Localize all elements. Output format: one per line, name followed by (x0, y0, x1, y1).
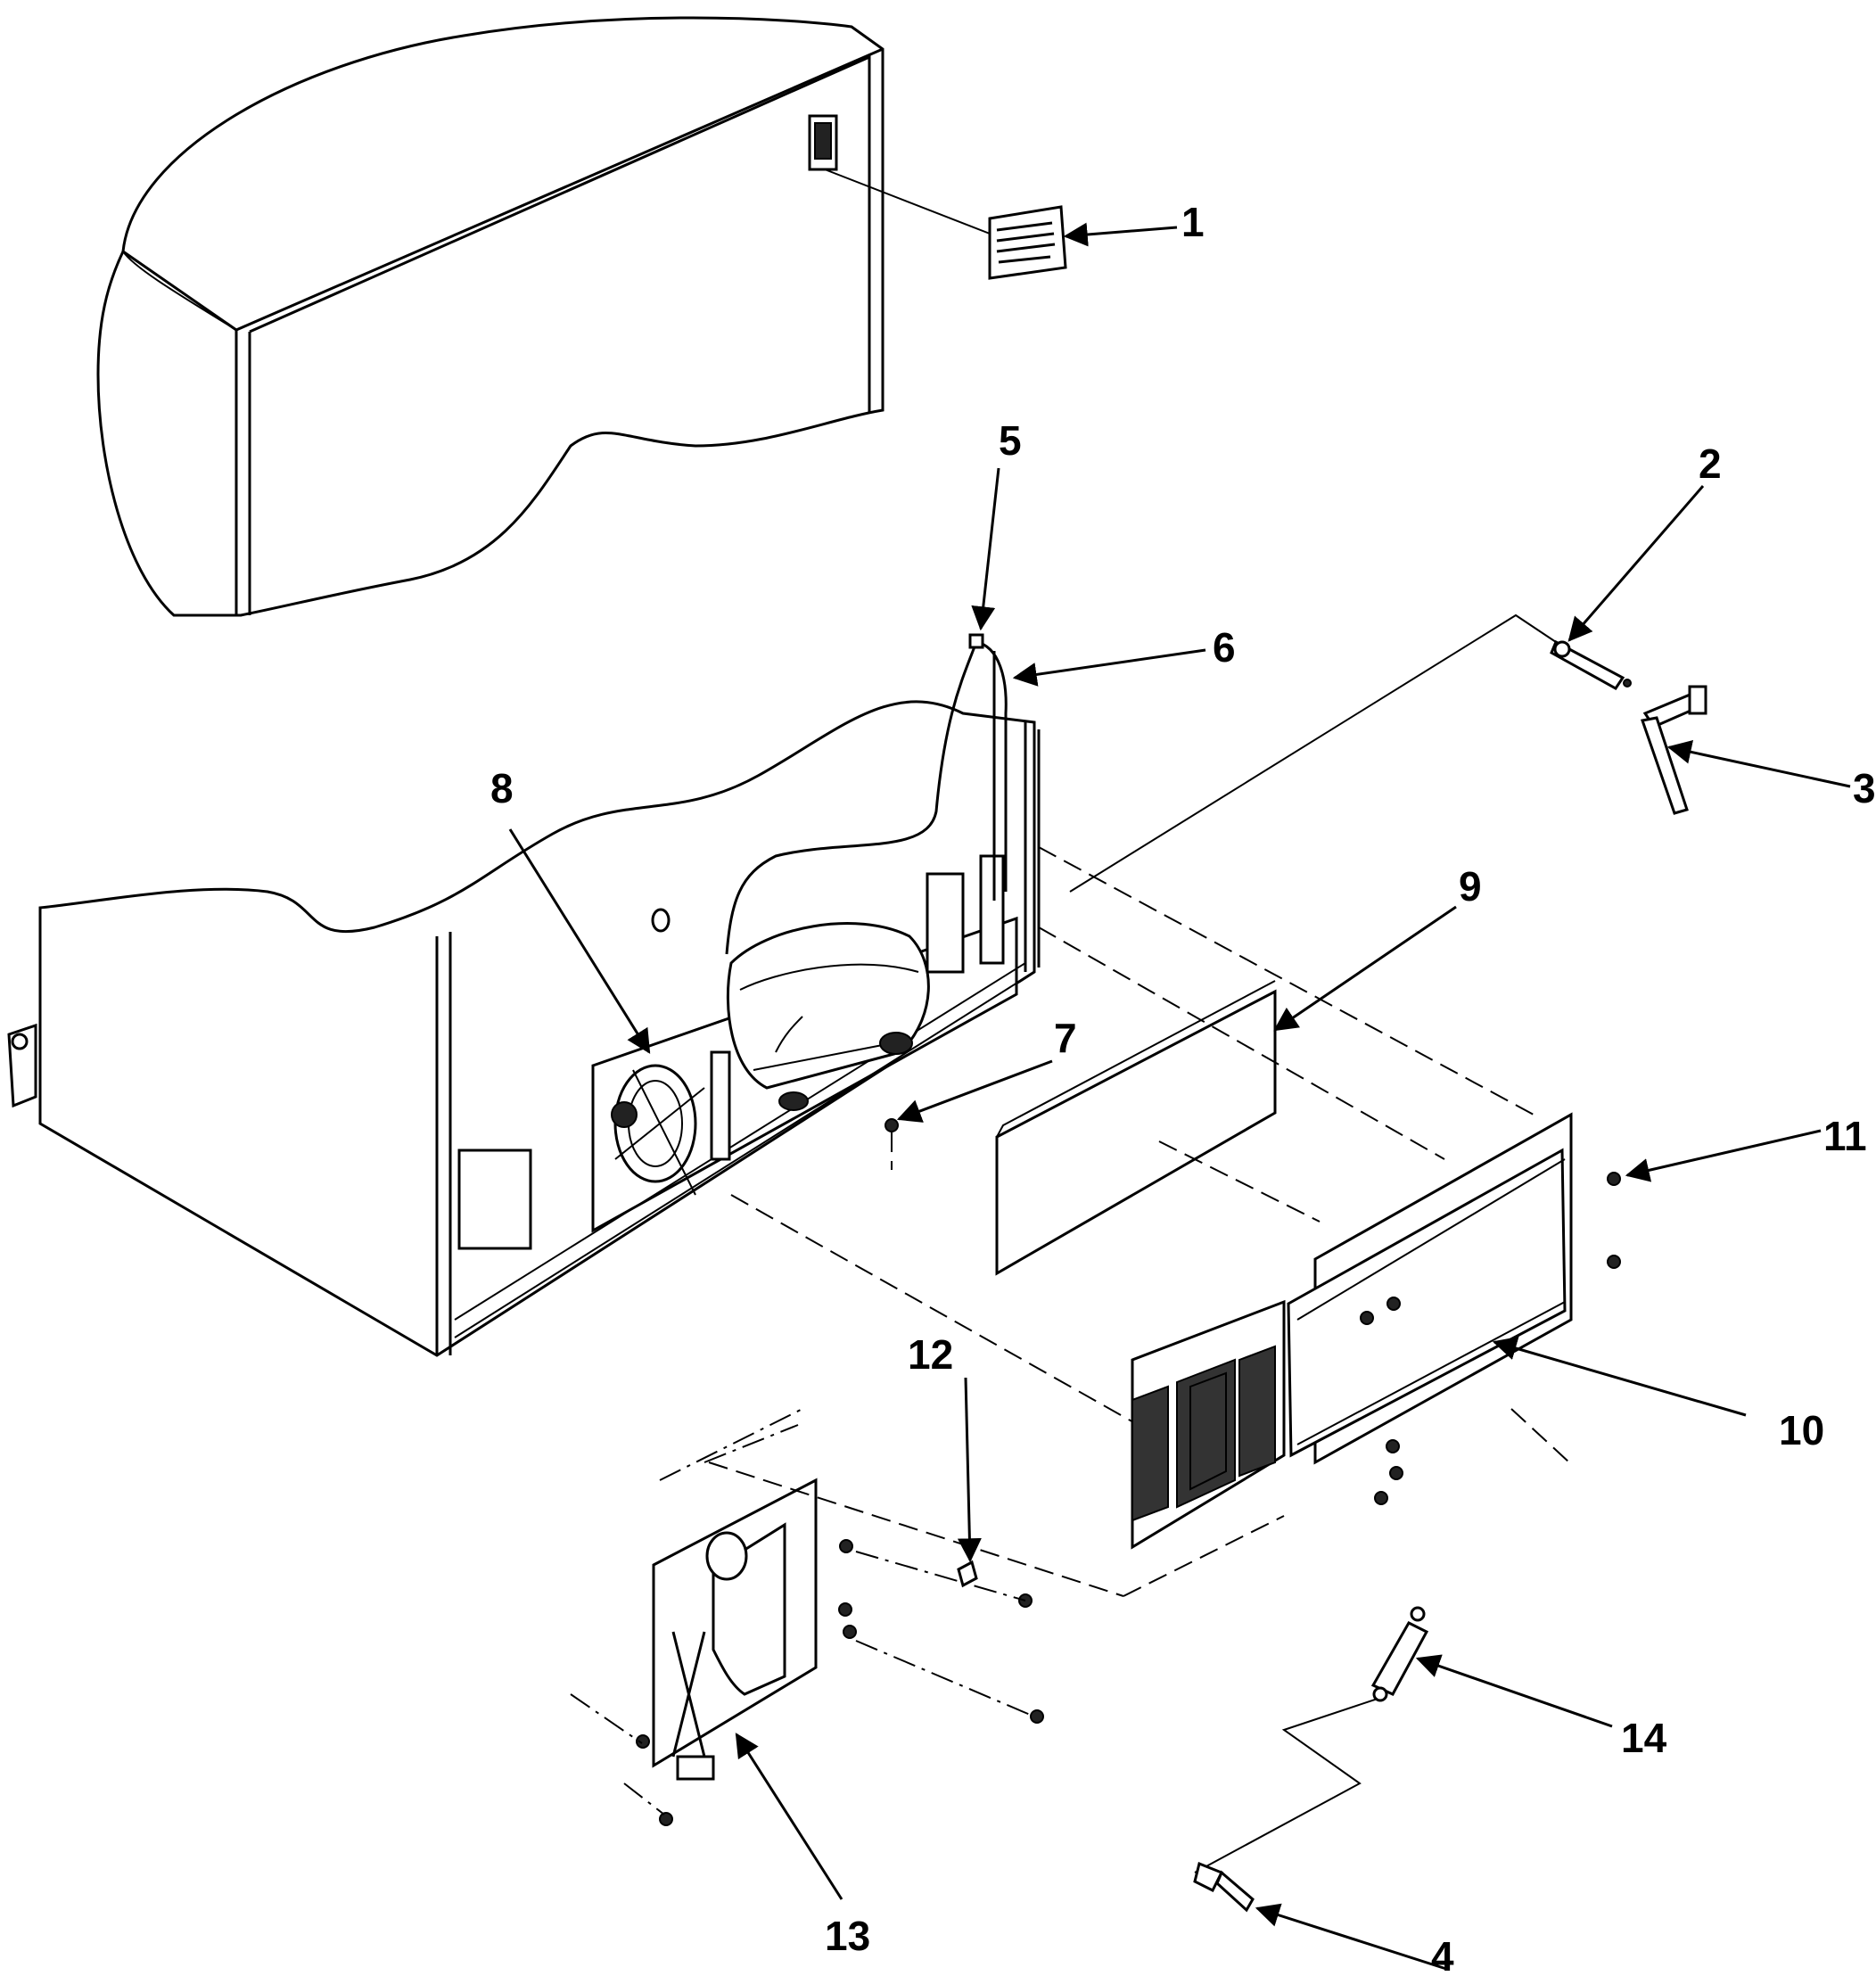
callout-12: 12 (908, 1331, 953, 1378)
callout-2: 2 (1699, 440, 1722, 487)
drier-14 (1193, 1606, 1429, 1913)
upper-cabinet (96, 16, 885, 617)
callout-4: 4 (1431, 1933, 1454, 1976)
callout-6: 6 (1213, 624, 1236, 671)
callout-3: 3 (1853, 765, 1876, 811)
callout-14: 14 (1621, 1715, 1667, 1761)
compressor (611, 854, 1005, 1196)
screw-7 (885, 1118, 899, 1170)
callout-leaders (508, 222, 1851, 1971)
condenser-tubing (725, 633, 1008, 955)
screws-11 (1360, 1172, 1621, 1505)
callout-7: 7 (1054, 1015, 1077, 1061)
callout-labels: 1 2 3 4 5 6 7 8 9 10 11 12 13 14 (490, 199, 1876, 1976)
callout-9: 9 (1459, 863, 1482, 910)
control-bracket-13 (570, 1408, 1285, 1826)
tube-fittings-2-3 (1069, 613, 1707, 893)
assembly-lines-10 (730, 846, 1570, 1463)
pad-9 (995, 980, 1321, 1276)
callout-13: 13 (825, 1913, 870, 1959)
callout-5: 5 (999, 417, 1022, 464)
callout-11: 11 (1823, 1113, 1867, 1159)
front-grille-10 (1131, 1112, 1573, 1550)
callout-8: 8 (490, 765, 514, 811)
callout-1: 1 (1181, 199, 1205, 245)
clip-12 (957, 1560, 978, 1588)
callout-10: 10 (1779, 1407, 1824, 1453)
rating-label-part (824, 169, 1067, 280)
